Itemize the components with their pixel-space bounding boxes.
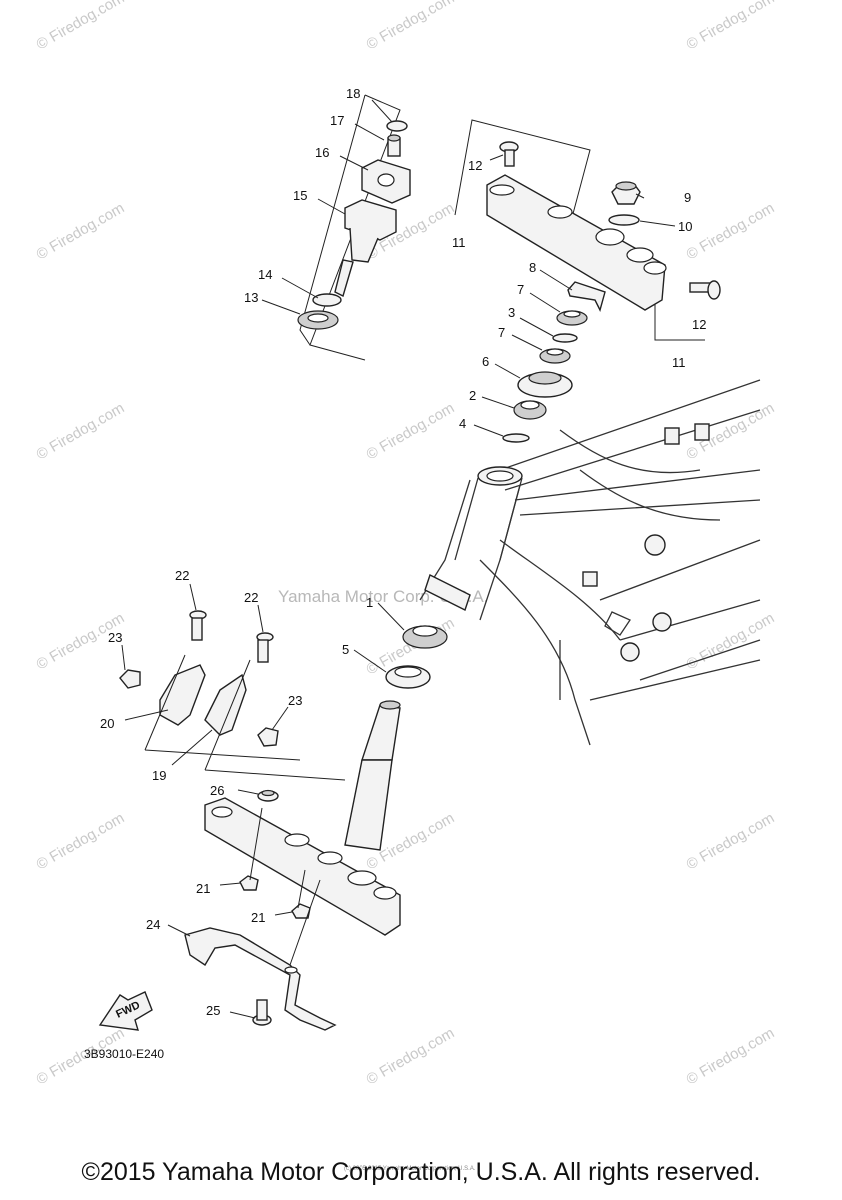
watermark: © Firedog.com bbox=[34, 199, 128, 263]
part-8-lock-washer bbox=[567, 281, 606, 312]
part-13-damper bbox=[297, 310, 339, 330]
part-4-ring bbox=[502, 433, 530, 443]
part-25-bolt bbox=[252, 999, 272, 1026]
callout-5: 5 bbox=[342, 642, 349, 657]
callout-19: 19 bbox=[152, 768, 166, 783]
callout-2: 2 bbox=[469, 388, 476, 403]
callout-6: 6 bbox=[482, 354, 489, 369]
callout-labels: 18 17 16 15 14 13 12 11 9 10 8 7 3 7 6 2… bbox=[100, 86, 706, 1018]
part-12-bolt-top bbox=[499, 141, 519, 167]
callout-26: 26 bbox=[210, 783, 224, 798]
callout-1: 1 bbox=[366, 595, 373, 610]
callout-20: 20 bbox=[100, 716, 114, 731]
part-23-nut-right bbox=[257, 727, 279, 747]
leader-lines bbox=[121, 99, 676, 1019]
watermark: © Firedog.com bbox=[684, 609, 778, 673]
part-15-holder-lower bbox=[334, 199, 397, 298]
under-bracket bbox=[204, 797, 401, 936]
part-22-bolt-left bbox=[189, 610, 207, 641]
part-12-bolt-right bbox=[689, 280, 721, 300]
callout-25: 25 bbox=[206, 1003, 220, 1018]
watermark: © Firedog.com bbox=[34, 399, 128, 463]
steering-stem bbox=[344, 700, 401, 851]
callout-14: 14 bbox=[258, 267, 272, 282]
watermark: © Firedog.com bbox=[684, 0, 778, 53]
watermark: © Firedog.com bbox=[34, 809, 128, 873]
diagram-code: 3B93010-E240 bbox=[84, 1047, 164, 1061]
part-19-bracket bbox=[204, 673, 247, 736]
part-11-upper-bracket bbox=[486, 174, 667, 311]
callout-10: 10 bbox=[678, 219, 692, 234]
callout-23-right: 23 bbox=[288, 693, 302, 708]
part-23-nut-left bbox=[119, 669, 141, 689]
part-2-bearing bbox=[513, 400, 547, 420]
small-notice: (c) 2005-2015 Yamaha Motor Corporation, … bbox=[344, 1166, 476, 1172]
callout-12-top: 12 bbox=[468, 158, 482, 173]
callout-22-left: 22 bbox=[175, 568, 189, 583]
watermark: © Firedog.com bbox=[684, 809, 778, 873]
callout-21-left: 21 bbox=[196, 881, 210, 896]
part-18-cap bbox=[386, 120, 408, 132]
watermark: © Firedog.com bbox=[684, 199, 778, 263]
callout-16: 16 bbox=[315, 145, 329, 160]
callout-7-lower: 7 bbox=[498, 325, 505, 340]
callout-3: 3 bbox=[508, 305, 515, 320]
callout-21-right: 21 bbox=[251, 910, 265, 925]
part-20-bracket bbox=[159, 664, 206, 726]
callout-13: 13 bbox=[244, 290, 258, 305]
callout-18: 18 bbox=[346, 86, 360, 101]
callout-9: 9 bbox=[684, 190, 691, 205]
watermark: © Firedog.com bbox=[684, 1024, 778, 1088]
watermark: © Firedog.com bbox=[364, 399, 458, 463]
fwd-arrow-icon: FWD bbox=[98, 991, 153, 1031]
part-7-ring-nut bbox=[556, 310, 588, 326]
part-3-washer bbox=[552, 333, 578, 343]
callout-7-upper: 7 bbox=[517, 282, 524, 297]
callout-8: 8 bbox=[529, 260, 536, 275]
part-10-washer bbox=[608, 214, 640, 226]
part-22-bolt-right bbox=[256, 632, 274, 663]
callout-22-right: 22 bbox=[244, 590, 258, 605]
watermark: © Firedog.com bbox=[364, 0, 458, 53]
callout-4: 4 bbox=[459, 416, 466, 431]
watermark: © Firedog.com bbox=[364, 1024, 458, 1088]
part-6-cover bbox=[517, 371, 573, 398]
watermark: © Firedog.com bbox=[34, 0, 128, 53]
part-17-bolt bbox=[387, 134, 401, 157]
callout-15: 15 bbox=[293, 188, 307, 203]
part-16-holder-upper bbox=[361, 159, 411, 204]
callout-11-top: 11 bbox=[452, 235, 466, 250]
part-24-hose-guide bbox=[184, 927, 337, 1031]
part-26-plug bbox=[257, 789, 279, 802]
copyright-footer: ©2015 Yamaha Motor Corporation, U.S.A. A… bbox=[81, 1158, 761, 1186]
part-9-nut bbox=[611, 181, 641, 205]
part-7-ring-nut-lower bbox=[539, 348, 571, 364]
callout-17: 17 bbox=[330, 113, 344, 128]
motorcycle-frame bbox=[419, 379, 761, 746]
callout-11-bottom: 11 bbox=[672, 355, 686, 370]
callout-12-right: 12 bbox=[692, 317, 706, 332]
callout-24: 24 bbox=[146, 917, 160, 932]
part-5-seal bbox=[385, 665, 431, 689]
part-21-nut-left bbox=[239, 875, 259, 891]
part-14-washer bbox=[312, 293, 342, 307]
callout-23-left: 23 bbox=[108, 630, 122, 645]
part-1-bearing bbox=[402, 625, 448, 649]
